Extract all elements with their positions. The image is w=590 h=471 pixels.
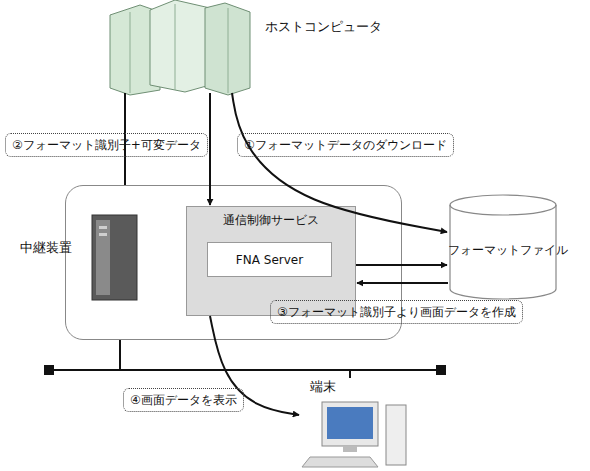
node-label: 通信制御サービス	[187, 213, 355, 227]
step-callout: ③フォーマット識別子より画面データを作成	[270, 300, 523, 324]
host-panel-line	[228, 8, 229, 93]
server-box: FNA Server	[207, 242, 332, 277]
host-panel-line	[175, 4, 176, 90]
host-tower	[150, 0, 210, 92]
bus-line	[50, 369, 440, 371]
node-label: フォーマットファイル	[448, 243, 558, 257]
step-callout: ④画面データを表示	[123, 388, 244, 412]
bus-terminator	[44, 365, 54, 375]
node-label: 端末	[310, 380, 336, 394]
pc-tower	[386, 405, 406, 465]
node-label: ホストコンピュータ	[265, 20, 382, 34]
server-body	[92, 215, 137, 300]
node-label: 中継装置	[20, 241, 72, 255]
connection-line	[120, 340, 350, 378]
server-front	[96, 220, 110, 295]
pc-keyboard	[302, 457, 378, 467]
pc-screen	[327, 407, 373, 439]
pc-monitor	[322, 402, 378, 446]
flow-arrow	[232, 93, 447, 232]
network-bus	[44, 365, 446, 375]
format-file-cylinder: フォーマットファイル	[448, 193, 558, 301]
host-computer-illustration	[110, 0, 250, 95]
server-slot	[99, 233, 107, 236]
pc-stand	[343, 446, 357, 452]
server-slot	[99, 226, 107, 229]
host-panel-line	[130, 12, 131, 93]
terminal: 端末	[300, 378, 410, 471]
flow-arrow	[209, 93, 211, 205]
flow-arrow	[356, 264, 447, 266]
host-computer: ホストコンピュータ	[105, 0, 395, 93]
server-illustration	[92, 215, 137, 300]
node-label: FNA Server	[208, 253, 331, 267]
cylinder-rim	[450, 205, 556, 215]
bus-terminator	[436, 365, 446, 375]
step-callout: ②フォーマット識別子+可変データ	[5, 133, 208, 157]
step-callout: ①フォーマットデータのダウンロード	[237, 133, 454, 157]
flow-arrow	[357, 282, 448, 284]
host-tower	[205, 3, 250, 95]
pc-illustration	[302, 402, 406, 467]
